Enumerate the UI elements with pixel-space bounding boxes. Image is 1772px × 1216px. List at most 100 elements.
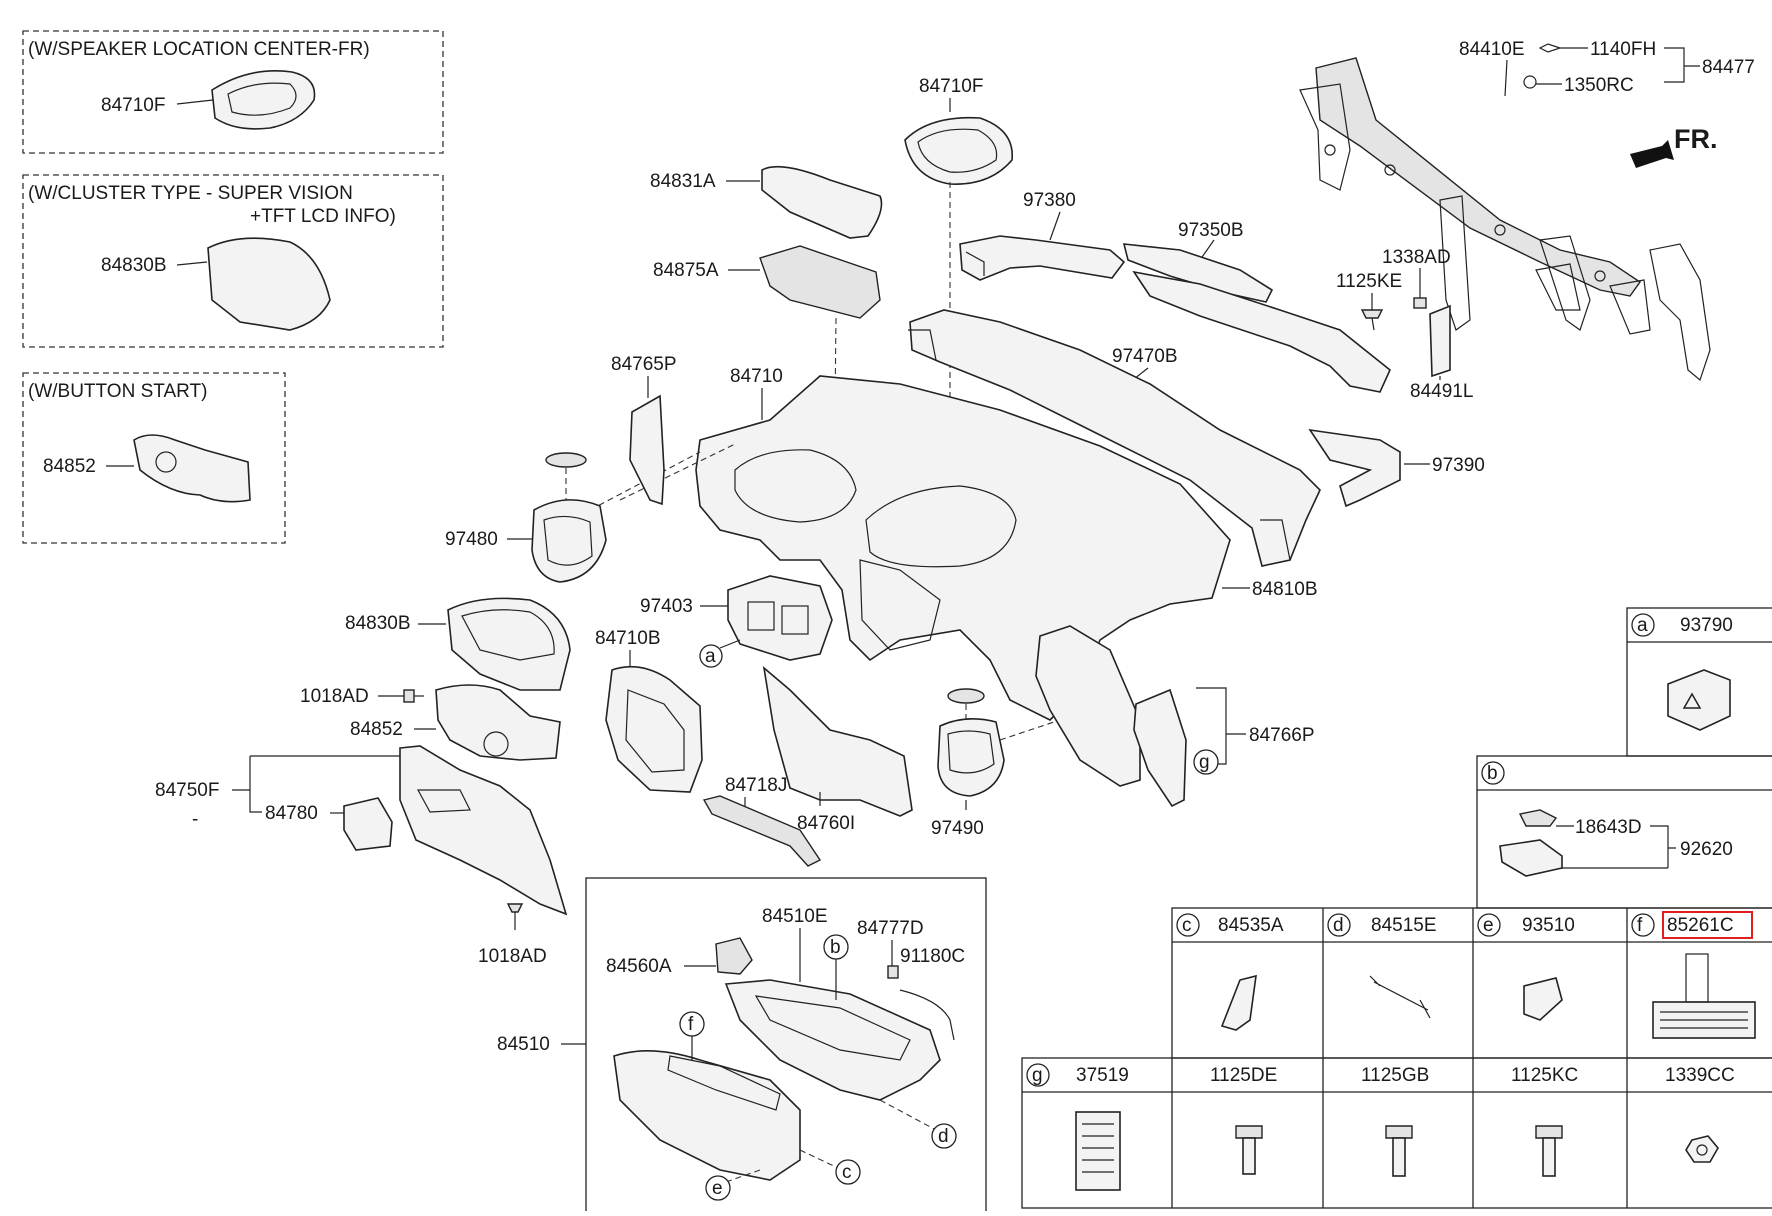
crash-pad-main-shape	[695, 375, 1231, 721]
table-part-e: 93510	[1522, 915, 1575, 936]
part-label-84710B: 84710B	[595, 628, 661, 649]
table-part-b-18643D: 18643D	[1575, 817, 1642, 838]
button-start-cover-shape	[133, 434, 251, 503]
table-letter-a: a	[1637, 615, 1648, 636]
part-label-97480: 97480	[445, 529, 498, 550]
side-trim-right-shape	[1133, 688, 1187, 808]
pin-d-icon	[1369, 975, 1431, 1019]
table-part-a: 93790	[1680, 615, 1733, 636]
table-bolt-2: 1125KC	[1511, 1065, 1578, 1086]
variant-box-button: (W/BUTTON START) 84852	[22, 372, 286, 544]
part-label-84710F-variant: 84710F	[101, 95, 165, 116]
part-label-1350RC: 1350RC	[1564, 75, 1634, 96]
side-cover-right-shape	[1035, 625, 1141, 787]
part-label-84477: 84477	[1702, 57, 1755, 78]
callout-d-inset: d	[938, 1126, 949, 1147]
part-label-1338AD: 1338AD	[1382, 247, 1451, 268]
table-part-f: 85261C	[1667, 915, 1734, 936]
part-label-1018AD-lower: 1018AD	[478, 946, 547, 967]
variant-box-speaker: (W/SPEAKER LOCATION CENTER-FR) 84710F	[22, 30, 444, 154]
part-label-97350B: 97350B	[1178, 220, 1244, 241]
center-bracket-shape	[759, 245, 881, 319]
defroster-nozzle-shape	[1122, 243, 1274, 303]
side-vent-right-shape	[937, 718, 1005, 797]
table-bolt-0: 1125DE	[1210, 1065, 1277, 1086]
part-label-97390: 97390	[1432, 455, 1485, 476]
speaker-grille-shape	[211, 70, 316, 130]
variant-title-cluster-line1: (W/CLUSTER TYPE - SUPER VISION	[28, 183, 353, 204]
part-label-97403: 97403	[640, 596, 693, 617]
table-part-g: 37519	[1076, 1065, 1129, 1086]
callout-g-diagram: g	[1199, 752, 1210, 773]
variant-title-button: (W/BUTTON START)	[28, 381, 207, 402]
bolt-1125KC-icon	[1535, 1125, 1563, 1177]
glove-lamp-icon	[1499, 839, 1563, 877]
part-label-84765P: 84765P	[611, 354, 677, 375]
table-letter-c: c	[1182, 915, 1192, 936]
variant-title-cluster-line2: +TFT LCD INFO)	[250, 206, 396, 227]
part-label-84410E: 84410E	[1459, 39, 1525, 60]
center-facia-shape	[605, 665, 703, 793]
table-part-c: 84535A	[1218, 915, 1284, 936]
callout-a-diagram: a	[705, 646, 716, 667]
main-duct-shape	[909, 309, 1321, 567]
glove-box-door-shape	[613, 1050, 801, 1181]
part-label-84710F: 84710F	[919, 76, 983, 97]
side-duct-right-shape	[1308, 428, 1401, 508]
front-direction-indicator: FR.	[1630, 124, 1718, 168]
table-letter-d: d	[1333, 915, 1344, 936]
part-label-84718J: 84718J	[725, 775, 787, 796]
label-sticker-g-icon	[1075, 1111, 1121, 1191]
part-label-84710: 84710	[730, 366, 783, 387]
part-label-84831A: 84831A	[650, 171, 716, 192]
part-label-97380: 97380	[1023, 190, 1076, 211]
cluster-hood-variant-shape	[207, 237, 331, 331]
callout-c-inset: c	[842, 1162, 852, 1183]
side-cover-left-shape	[629, 394, 665, 506]
table-letter-g: g	[1032, 1065, 1043, 1086]
part-label-84510E: 84510E	[762, 906, 828, 927]
part-label-84760I: 84760I	[797, 813, 855, 834]
arrow-left-icon	[1630, 140, 1674, 168]
variant-box-cluster: (W/CLUSTER TYPE - SUPER VISION +TFT LCD …	[22, 174, 444, 348]
support-bracket-shape	[702, 795, 822, 867]
callout-e-inset: e	[712, 1178, 723, 1199]
bolt-1125DE-icon	[1235, 1125, 1263, 1175]
callout-f-inset: f	[688, 1014, 694, 1035]
lower-crash-pad-shape	[762, 665, 913, 817]
parts-table: a 93790 b 18643D 92620 c 84535A d 84515E…	[1021, 607, 1772, 1209]
part-label-84750F: 84750F	[155, 780, 219, 801]
bolt-1125GB-icon	[1385, 1125, 1413, 1177]
table-letter-f: f	[1637, 915, 1643, 936]
table-part-b-92620: 92620	[1680, 839, 1733, 860]
center-vent-shape	[727, 575, 833, 661]
glove-box-housing-shape	[724, 979, 941, 1101]
bulb-icon	[1518, 809, 1558, 827]
table-bolt-3: 1339CC	[1665, 1065, 1735, 1086]
clip-c-icon	[1220, 974, 1257, 1031]
part-label-84780: 84780	[265, 803, 318, 824]
part-label-84777D: 84777D	[857, 918, 924, 939]
stray-mark: -	[192, 809, 198, 830]
table-part-d: 84515E	[1371, 915, 1437, 936]
defroster-duct-left-shape	[959, 235, 1126, 281]
bumper-e-icon	[1523, 977, 1563, 1021]
callout-b-inset: b	[830, 937, 841, 958]
hazard-switch-icon	[1667, 669, 1731, 731]
part-label-84810B: 84810B	[1252, 579, 1318, 600]
part-label-84852-variant: 84852	[43, 456, 96, 477]
part-label-84560A: 84560A	[606, 956, 672, 977]
side-vent-left-shape	[531, 499, 607, 583]
table-letter-e: e	[1483, 915, 1494, 936]
center-pad-shape	[761, 165, 883, 239]
part-label-84491L: 84491L	[1410, 381, 1473, 402]
part-label-1018AD-upper: 1018AD	[300, 686, 369, 707]
part-label-84510: 84510	[497, 1034, 550, 1055]
part-label-84852: 84852	[350, 719, 403, 740]
lower-shroud-shape	[435, 684, 561, 761]
part-label-84875A: 84875A	[653, 260, 719, 281]
fuse-cover-shape	[343, 797, 393, 851]
variant-title-speaker: (W/SPEAKER LOCATION CENTER-FR)	[28, 39, 370, 60]
glove-box-latch-shape	[715, 937, 753, 975]
